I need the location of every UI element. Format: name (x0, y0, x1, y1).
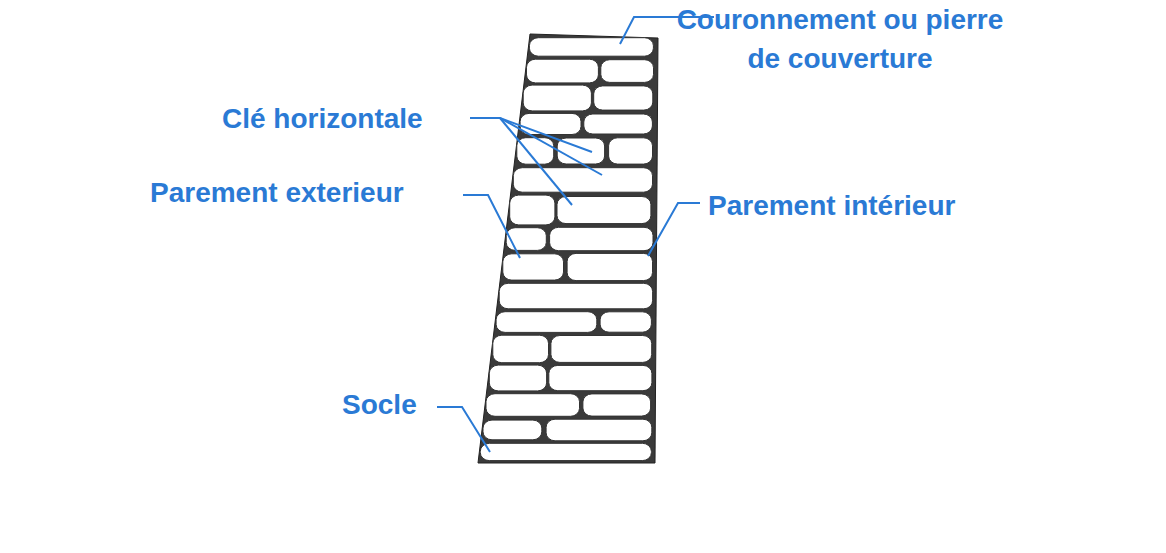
stone (527, 59, 599, 83)
leader-lines (437, 17, 714, 452)
stone (529, 38, 653, 57)
stone (546, 419, 652, 441)
leader-line (437, 407, 490, 452)
stone (583, 394, 651, 416)
stone (551, 336, 652, 363)
stone (601, 60, 654, 83)
leader-line (648, 203, 700, 256)
stone (594, 86, 653, 110)
part-label: Socle (342, 385, 417, 424)
stone (506, 228, 546, 251)
part-label: Couronnement ou pierre de couverture (675, 0, 1005, 78)
wall-core (478, 34, 658, 463)
stone (480, 443, 651, 460)
stone (520, 113, 581, 134)
stone (567, 253, 652, 280)
part-label: Parement exterieur (150, 173, 404, 212)
part-label: Clé horizontale (222, 99, 423, 138)
stone (549, 365, 652, 390)
stone (503, 254, 564, 280)
stone (523, 85, 591, 111)
stone (609, 138, 653, 164)
stone (496, 312, 597, 333)
stone (499, 283, 652, 309)
wall-stones (480, 38, 653, 461)
stone (600, 312, 651, 332)
stone (584, 114, 653, 134)
stone (513, 168, 652, 193)
stone (493, 335, 549, 363)
stone (483, 420, 542, 440)
leader-line (500, 118, 602, 175)
part-label: Parement intérieur (708, 186, 955, 225)
stone (486, 394, 580, 417)
stone (557, 197, 651, 224)
stone (489, 365, 546, 391)
leader-line (463, 195, 520, 258)
leader-line (500, 118, 572, 205)
stone (510, 195, 555, 225)
stone (550, 227, 653, 250)
